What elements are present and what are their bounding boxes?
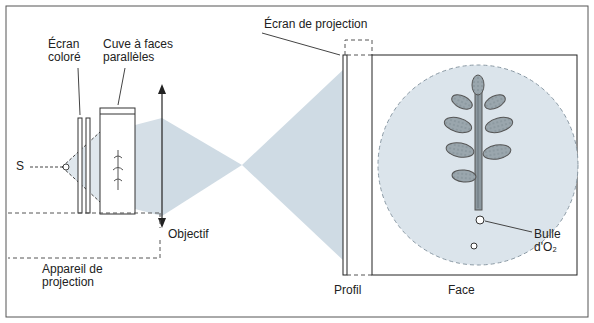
lamp — [63, 164, 69, 170]
callout-label: Bulle d'O₂ — [534, 228, 576, 254]
colored-screen — [86, 118, 90, 213]
screen-link — [347, 55, 372, 275]
beam-converging — [162, 118, 242, 216]
leader-line — [78, 68, 80, 115]
plant — [443, 75, 515, 210]
cuve — [100, 108, 135, 214]
leader-line — [118, 68, 125, 105]
source-label: S — [16, 160, 24, 173]
plant-in-cuve — [113, 150, 123, 190]
part-label: Écran coloré — [48, 38, 98, 64]
source-axis — [30, 167, 62, 168]
frame — [6, 6, 588, 317]
cuve-rim — [100, 114, 135, 115]
part-label: Appareil de projection — [42, 263, 124, 289]
beam-cuve — [135, 118, 162, 216]
light-disc — [378, 65, 578, 265]
part-label: Objectif — [166, 228, 211, 241]
oxygen-bubble — [471, 243, 477, 249]
screen-dashed — [345, 40, 372, 55]
arrowhead — [158, 84, 166, 94]
view-label: Profil — [334, 284, 361, 297]
projector-outline — [8, 213, 160, 258]
oxygen-bubble — [476, 216, 484, 224]
part-label: Cuve à faces parallèles — [103, 38, 183, 64]
objective-lens — [161, 90, 162, 222]
view-label: Face — [448, 284, 475, 297]
colored-screen — [78, 118, 82, 213]
screen-profile — [343, 55, 347, 275]
screen-label: Écran de projection — [262, 18, 369, 31]
leader-line — [262, 33, 340, 55]
beam-diverging — [242, 68, 345, 262]
arrowhead — [158, 218, 166, 228]
leader-line — [485, 221, 532, 232]
screen-face — [372, 55, 577, 275]
